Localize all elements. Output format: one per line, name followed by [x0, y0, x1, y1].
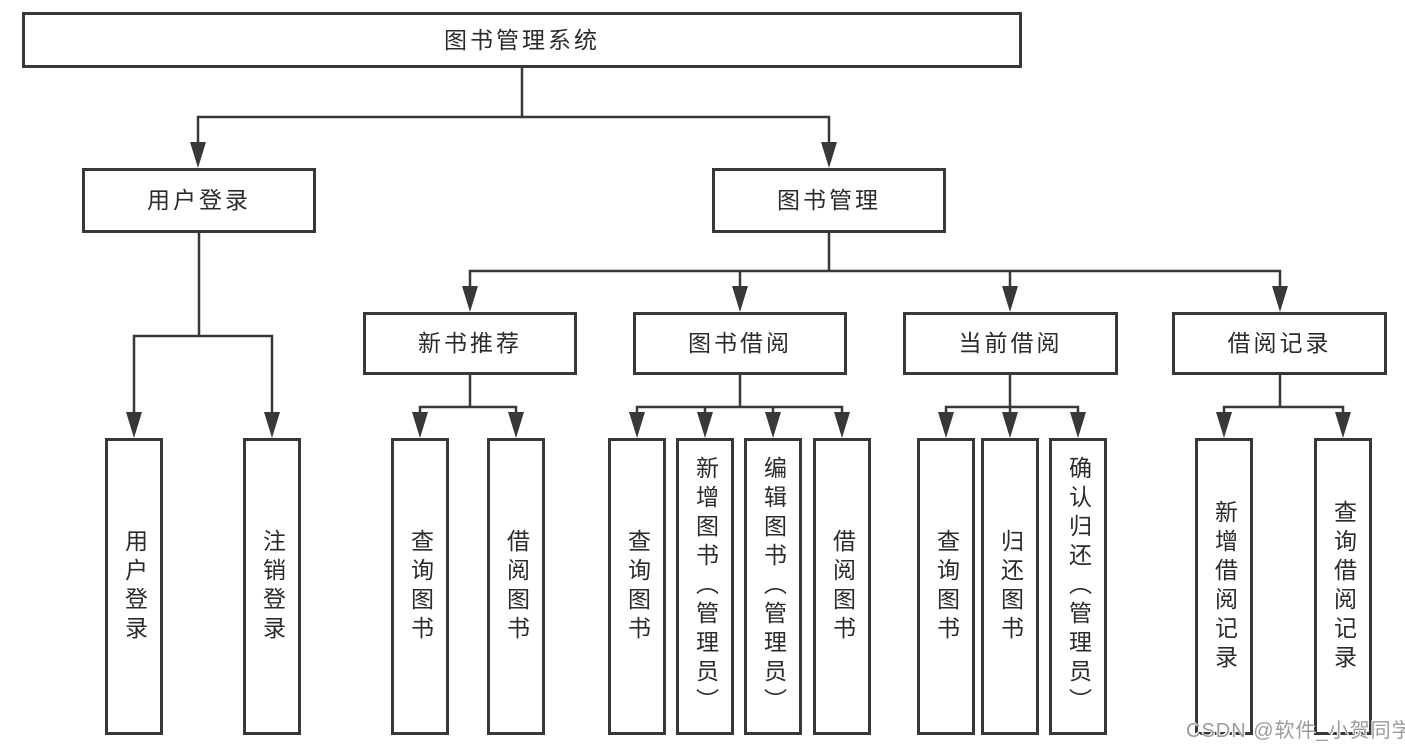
- node-leaf-edit-books-admin: 编辑图书（管理员）: [744, 438, 802, 735]
- node-current-borrowing: 当前借阅: [903, 312, 1118, 375]
- node-label: 查询图书: [407, 528, 434, 645]
- arrowhead: [508, 412, 524, 438]
- node-label: 当前借阅: [958, 330, 1063, 356]
- arrowhead: [1002, 286, 1018, 312]
- node-label: 借阅图书: [829, 528, 856, 645]
- node-label: 归还图书: [997, 528, 1024, 645]
- arrowhead: [1272, 286, 1288, 312]
- node-leaf-query-books-current: 查询图书: [917, 438, 975, 735]
- arrowhead: [765, 412, 781, 438]
- node-label: 图书借阅: [688, 330, 792, 356]
- node-user-login: 用户登录: [82, 168, 316, 233]
- node-label: 查询借阅记录: [1330, 499, 1357, 674]
- node-leaf-borrow-books-recommend: 借阅图书: [487, 438, 545, 735]
- node-label: 用户登录: [147, 187, 251, 213]
- node-label: 新增借阅记录: [1211, 499, 1238, 674]
- arrowhead: [821, 142, 837, 168]
- node-borrowing-records: 借阅记录: [1172, 312, 1387, 375]
- arrowhead: [264, 412, 280, 438]
- node-leaf-user-login: 用户登录: [105, 438, 163, 735]
- arrowhead: [834, 412, 850, 438]
- arrowhead: [1002, 412, 1018, 438]
- connectors-new-book-recommend: [412, 373, 524, 438]
- node-leaf-confirm-return-admin: 确认归还（管理员）: [1049, 438, 1107, 735]
- node-label: 查询图书: [624, 528, 651, 645]
- connectors-book-borrowing: [629, 373, 850, 438]
- csdn-watermark: CSDN @软件_小贺同学: [1186, 720, 1405, 742]
- node-leaf-add-borrow-record: 新增借阅记录: [1195, 438, 1253, 735]
- node-new-book-recommend: 新书推荐: [363, 312, 577, 375]
- connectors-book-management: [462, 231, 1288, 312]
- node-leaf-query-borrow-record: 查询借阅记录: [1314, 438, 1372, 735]
- node-label: 新书推荐: [418, 330, 522, 356]
- arrowhead: [462, 286, 478, 312]
- arrowhead: [938, 412, 954, 438]
- node-leaf-return-books: 归还图书: [981, 438, 1039, 735]
- connectors-borrowing-records: [1216, 373, 1351, 438]
- node-label: 借阅记录: [1227, 330, 1332, 356]
- arrowhead: [732, 286, 748, 312]
- node-label: 查询图书: [933, 528, 960, 645]
- node-leaf-query-books-recommend: 查询图书: [391, 438, 449, 735]
- node-label: 图书管理系统: [444, 26, 600, 53]
- node-label: 新增图书（管理员）: [692, 456, 719, 717]
- node-leaf-query-books-borrowing: 查询图书: [608, 438, 666, 735]
- node-library-management-system: 图书管理系统: [22, 12, 1022, 68]
- connectors-root: [190, 66, 837, 168]
- arrowhead: [697, 412, 713, 438]
- arrowhead: [629, 412, 645, 438]
- node-label: 编辑图书（管理员）: [760, 456, 787, 717]
- arrowhead: [1335, 412, 1351, 438]
- arrowhead: [412, 412, 428, 438]
- arrowhead: [1216, 412, 1232, 438]
- node-book-borrowing: 图书借阅: [633, 312, 847, 375]
- node-book-management: 图书管理: [712, 168, 946, 233]
- node-leaf-borrow-books-borrowing: 借阅图书: [813, 438, 871, 735]
- arrowhead: [1070, 412, 1086, 438]
- arrowhead: [190, 142, 206, 168]
- node-label: 确认归还（管理员）: [1065, 456, 1092, 717]
- node-label: 借阅图书: [503, 528, 530, 645]
- node-label: 图书管理: [777, 187, 881, 213]
- arrowhead: [126, 412, 142, 438]
- node-leaf-add-books-admin: 新增图书（管理员）: [676, 438, 734, 735]
- connectors-current-borrowing: [938, 373, 1086, 438]
- node-label: 注销登录: [259, 528, 286, 645]
- connectors-user-login: [126, 231, 280, 438]
- node-leaf-logout: 注销登录: [243, 438, 301, 735]
- node-label: 用户登录: [121, 528, 148, 645]
